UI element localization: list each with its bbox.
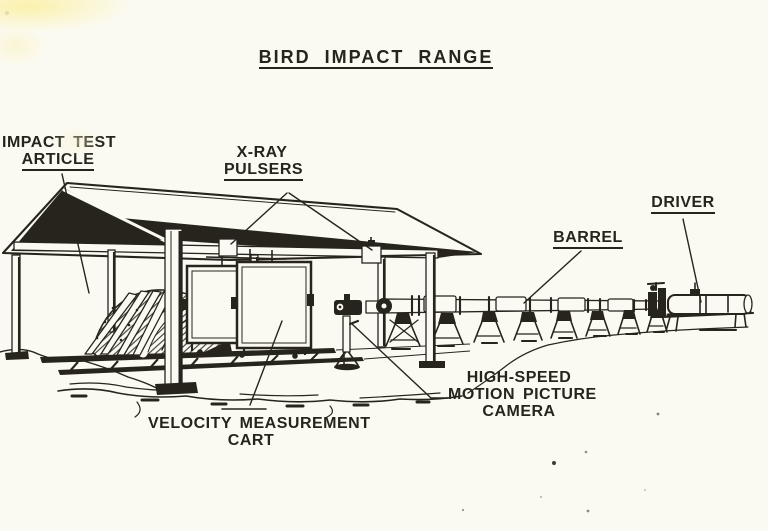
label-velocity-cart: VELOCITY MEASUREMENT CART [148,415,370,449]
shelter-roof [1,181,483,262]
page-title-text: BIRD IMPACT RANGE [258,47,494,69]
page-title: BIRD IMPACT RANGE [252,47,500,69]
label-impact-line1: IMPACT TEST [2,134,116,151]
label-xray-line1: X-RAY [236,144,288,161]
label-xray-line2: PULSERS [224,161,304,181]
label-camera-line2: MOTION PICTURE [448,386,597,403]
label-impact-line2: ARTICLE [21,151,95,171]
barrel-drawing [365,281,668,347]
label-camera-line3: CAMERA [482,403,556,420]
driver-drawing [661,282,755,332]
label-velocity-line1: VELOCITY MEASUREMENT [148,415,371,432]
label-xray-pulsers: X-RAY PULSERS [224,144,304,181]
label-driver-text: DRIVER [651,194,715,214]
label-impact-test-article: IMPACT TEST ARTICLE [2,134,116,171]
label-barrel: BARREL [550,229,626,249]
label-driver: DRIVER [644,194,722,214]
label-camera-line1: HIGH-SPEED [466,369,572,386]
label-velocity-line2: CART [227,432,275,449]
label-high-speed-camera: HIGH-SPEED MOTION PICTURE CAMERA [448,369,596,420]
label-barrel-text: BARREL [553,229,623,249]
